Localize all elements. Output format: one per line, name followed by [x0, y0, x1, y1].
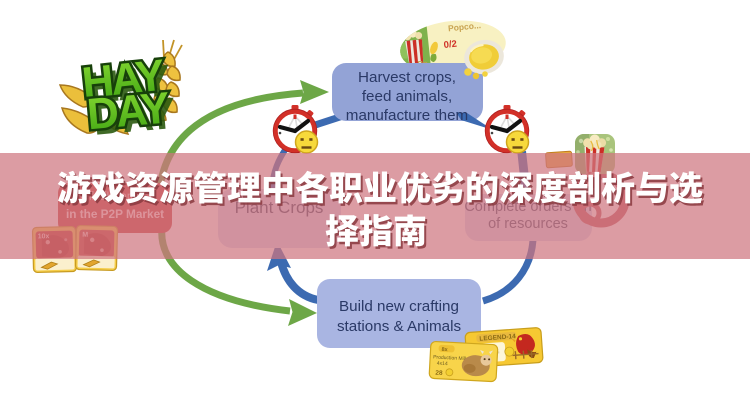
svg-text:Production Milk: Production Milk: [433, 354, 468, 362]
svg-text:4x14: 4x14: [437, 361, 448, 368]
svg-text:feed animals,: feed animals,: [362, 88, 452, 105]
svg-text:8x: 8x: [441, 347, 448, 353]
svg-text:manufacture them: manufacture them: [346, 107, 468, 124]
svg-text:HAY: HAY: [86, 56, 173, 113]
svg-text:HAY: HAY: [80, 51, 167, 108]
svg-text:LEGEND-14: LEGEND-14: [479, 333, 516, 343]
svg-text:DAY: DAY: [91, 89, 177, 145]
svg-text:stations & Animals: stations & Animals: [337, 318, 461, 335]
svg-text:Harvest crops,: Harvest crops,: [358, 69, 456, 86]
svg-text:DAY: DAY: [85, 83, 171, 139]
svg-text:Popco...: Popco...: [448, 20, 482, 33]
svg-text:0/2: 0/2: [443, 39, 457, 51]
svg-text:28: 28: [435, 370, 443, 377]
svg-text:Build new crafting: Build new crafting: [339, 298, 459, 315]
